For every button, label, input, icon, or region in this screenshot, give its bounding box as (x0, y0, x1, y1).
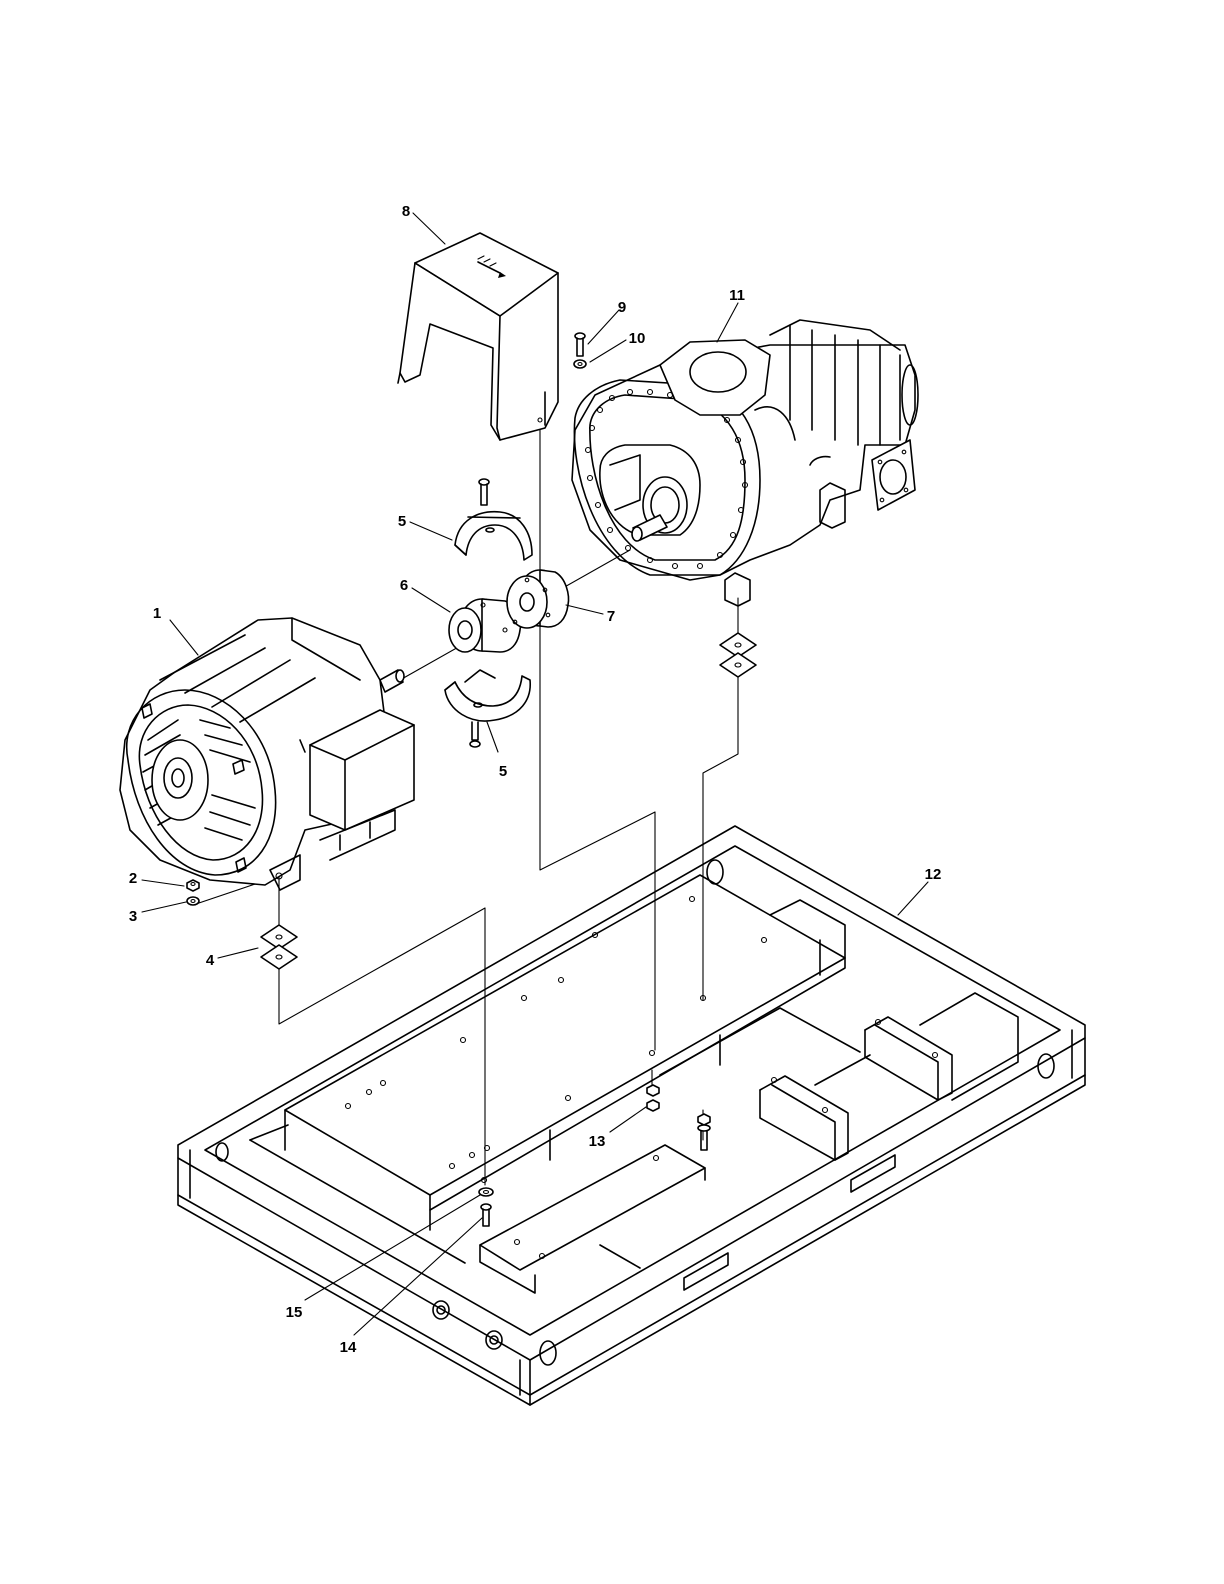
washer-10 (574, 360, 586, 368)
callout-8: 8 (402, 203, 410, 220)
callout-7: 7 (607, 608, 615, 625)
coupling-hub-7 (507, 570, 568, 628)
capscrew-9 (575, 333, 585, 356)
coupling-half-upper (455, 479, 532, 560)
nut-2 (187, 880, 199, 891)
callout-5-lower: 5 (499, 763, 507, 780)
callout-11: 11 (729, 287, 745, 304)
callout-4: 4 (206, 952, 215, 969)
callout-2: 2 (129, 870, 137, 887)
callout-5-upper: 5 (398, 513, 406, 530)
callout-14: 14 (340, 1339, 357, 1356)
washer-3 (187, 897, 199, 905)
shims-compressor (720, 633, 756, 677)
callout-15: 15 (286, 1304, 303, 1321)
compressor-airend (572, 320, 918, 606)
electric-motor (120, 618, 414, 890)
callout-9: 9 (618, 299, 626, 316)
washer-15 (479, 1188, 493, 1196)
base-frame (178, 826, 1085, 1405)
callout-10: 10 (629, 330, 646, 347)
coupling-guard (398, 233, 558, 440)
callout-3: 3 (129, 908, 137, 925)
callout-6: 6 (400, 577, 408, 594)
coupling-half-lower (445, 670, 530, 747)
callout-1: 1 (153, 605, 161, 622)
shims-motor (261, 925, 297, 969)
callout-12: 12 (925, 866, 942, 883)
callout-13: 13 (589, 1133, 606, 1150)
